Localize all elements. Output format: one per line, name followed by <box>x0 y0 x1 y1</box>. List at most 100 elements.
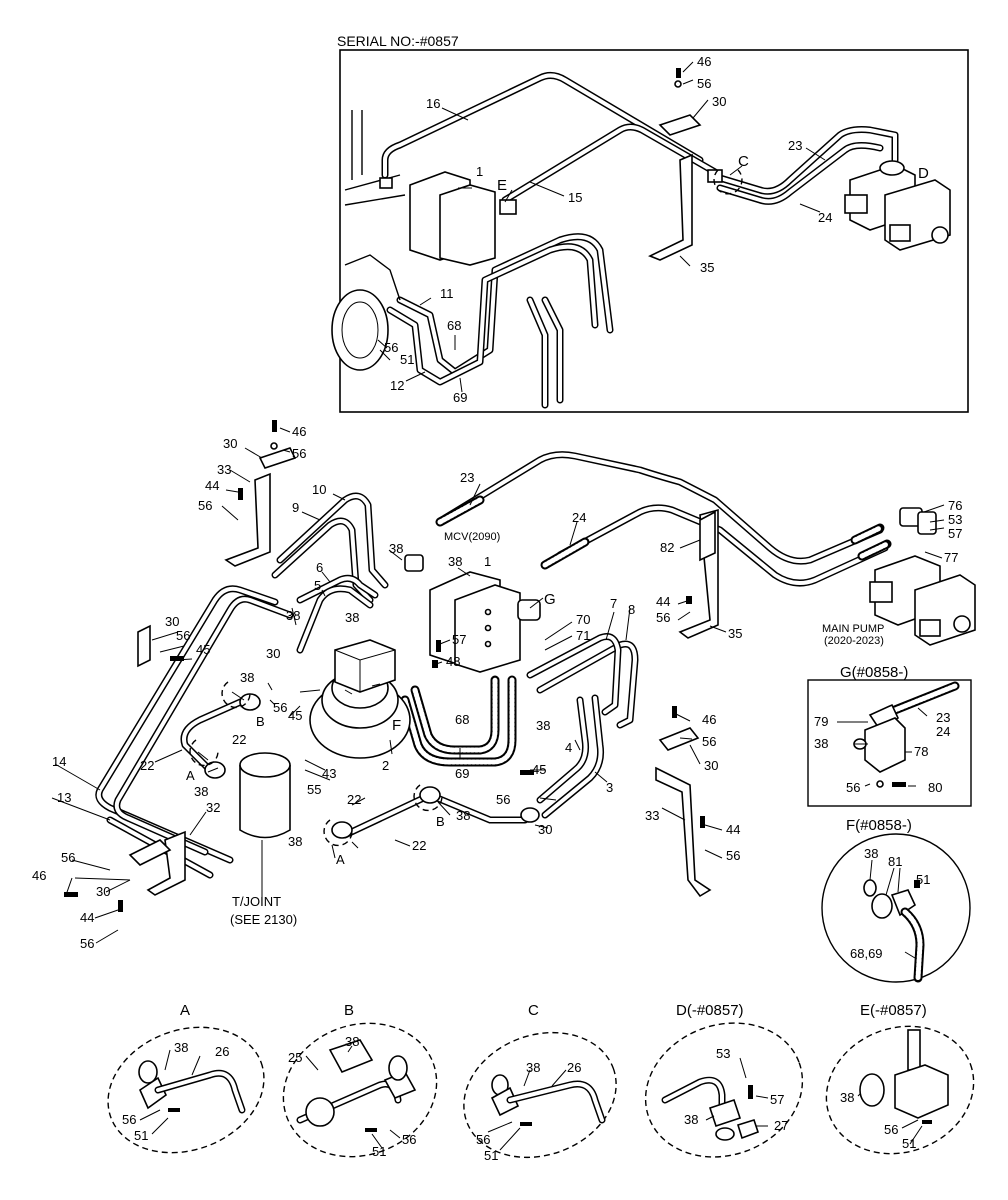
inset-mcv-block <box>409 171 496 266</box>
label-46c: 46 <box>32 868 46 883</box>
detail-a-label-51: 51 <box>134 1128 148 1143</box>
detail-d-label-53: 53 <box>716 1046 730 1061</box>
inset-bracket-35 <box>648 153 693 261</box>
detail-g-label-23: 23 <box>936 710 950 725</box>
label-B2: B <box>436 814 445 829</box>
label-22a: 22 <box>232 732 246 747</box>
label-57b: 57 <box>452 632 466 647</box>
label-56c: 56 <box>656 610 670 625</box>
label-1: 1 <box>484 554 491 569</box>
label-F: F <box>392 717 401 734</box>
label-56h: 56 <box>726 848 740 863</box>
detail-f-label-51: 51 <box>916 872 930 887</box>
inset-label-46: 46 <box>697 54 711 69</box>
detail-g: G(#0858-) 79 23 24 38 78 56 80 <box>807 664 972 807</box>
label-48: 48 <box>446 654 460 669</box>
label-14: 14 <box>52 754 66 769</box>
detail-g-frame <box>807 679 972 807</box>
detail-a-ellipse <box>107 1026 265 1154</box>
detail-a-label-56: 56 <box>122 1112 136 1127</box>
label-76: 76 <box>948 498 962 513</box>
label-8: 8 <box>628 602 635 617</box>
main-view: 46 56 30 33 44 56 10 9 6 5 38 38 38 38 1… <box>32 420 976 951</box>
swivel-joint <box>309 639 411 759</box>
bracket-33-top <box>224 472 271 567</box>
label-24: 24 <box>572 510 586 525</box>
label-56d: 56 <box>176 628 190 643</box>
label-53: 53 <box>948 512 962 527</box>
label-45b: 45 <box>288 708 302 723</box>
detail-f-label-38: 38 <box>864 846 878 861</box>
detail-a-title: A <box>180 1002 190 1019</box>
detail-d-label-27: 27 <box>774 1118 788 1133</box>
inset-label-56: 56 <box>697 76 711 91</box>
label-56j: 56 <box>80 936 94 951</box>
detail-c: C 38 26 56 51 <box>463 1002 617 1163</box>
label-30c: 30 <box>266 646 280 661</box>
label-4: 4 <box>565 740 572 755</box>
label-56: 56 <box>292 446 306 461</box>
label-38a: 38 <box>286 608 300 623</box>
inset-label-C: C <box>738 153 749 170</box>
label-5: 5 <box>314 578 321 593</box>
detail-b-label-51: 51 <box>372 1144 386 1159</box>
label-main-pump-sub: (2020-2023) <box>824 635 884 647</box>
detail-b: B 25 38 51 56 <box>282 1002 438 1159</box>
label-38e: 38 <box>240 670 254 685</box>
label-38c: 38 <box>389 541 403 556</box>
label-56g: 56 <box>702 734 716 749</box>
detail-a-label-26: 26 <box>215 1044 229 1059</box>
detail-f-circle <box>821 833 971 983</box>
inset-label-16: 16 <box>426 96 440 111</box>
label-82: 82 <box>660 540 674 555</box>
detail-f: F(#0858-) 38 81 51 68,69 <box>821 817 971 983</box>
detail-b-label-56: 56 <box>402 1132 416 1147</box>
label-23: 23 <box>460 470 474 485</box>
bracket-32 <box>146 830 186 896</box>
inset-swivel <box>331 289 389 371</box>
detail-g-label-80: 80 <box>928 780 942 795</box>
label-38g: 38 <box>194 784 208 799</box>
inset-label-D: D <box>918 165 929 182</box>
label-22c: 22 <box>347 792 361 807</box>
detail-g-title: G(#0858-) <box>840 664 908 681</box>
label-32: 32 <box>206 800 220 815</box>
label-56e: 56 <box>273 700 287 715</box>
inset-label-68: 68 <box>447 318 461 333</box>
label-56b: 56 <box>198 498 212 513</box>
label-77: 77 <box>944 550 958 565</box>
inset-label-1: 1 <box>476 164 483 179</box>
label-70: 70 <box>576 612 590 627</box>
detail-b-title: B <box>344 1002 354 1019</box>
detail-c-ellipse <box>463 1031 617 1159</box>
label-13: 13 <box>57 790 71 805</box>
label-45: 45 <box>196 642 210 657</box>
detail-e-label-56: 56 <box>884 1122 898 1137</box>
detail-c-title: C <box>528 1002 539 1019</box>
inset-label-11: 11 <box>440 286 454 301</box>
detail-f-title: F(#0858-) <box>846 817 912 834</box>
label-7: 7 <box>610 596 617 611</box>
label-71: 71 <box>576 628 590 643</box>
label-9: 9 <box>292 500 299 515</box>
inset-label-E: E <box>497 177 507 194</box>
label-46: 46 <box>292 424 306 439</box>
label-30d: 30 <box>538 822 552 837</box>
inset-frame <box>339 49 969 413</box>
inset-pipe-16 <box>381 71 704 179</box>
label-main-pump: MAIN PUMP <box>822 623 884 635</box>
detail-a-label-38: 38 <box>174 1040 188 1055</box>
inset-label-69: 69 <box>453 390 467 405</box>
label-35: 35 <box>728 626 742 641</box>
label-44d: 44 <box>80 910 94 925</box>
inset-label-30: 30 <box>712 94 726 109</box>
detail-e-label-38: 38 <box>840 1090 854 1105</box>
label-A2: A <box>336 852 345 867</box>
inset-label-24: 24 <box>818 210 832 225</box>
main-pump <box>869 555 976 646</box>
detail-g-label-79: 79 <box>814 714 828 729</box>
detail-c-label-38: 38 <box>526 1060 540 1075</box>
detail-f-label-81: 81 <box>888 854 902 869</box>
bracket-30-left <box>128 839 172 866</box>
label-38-top: 38 <box>448 554 462 569</box>
